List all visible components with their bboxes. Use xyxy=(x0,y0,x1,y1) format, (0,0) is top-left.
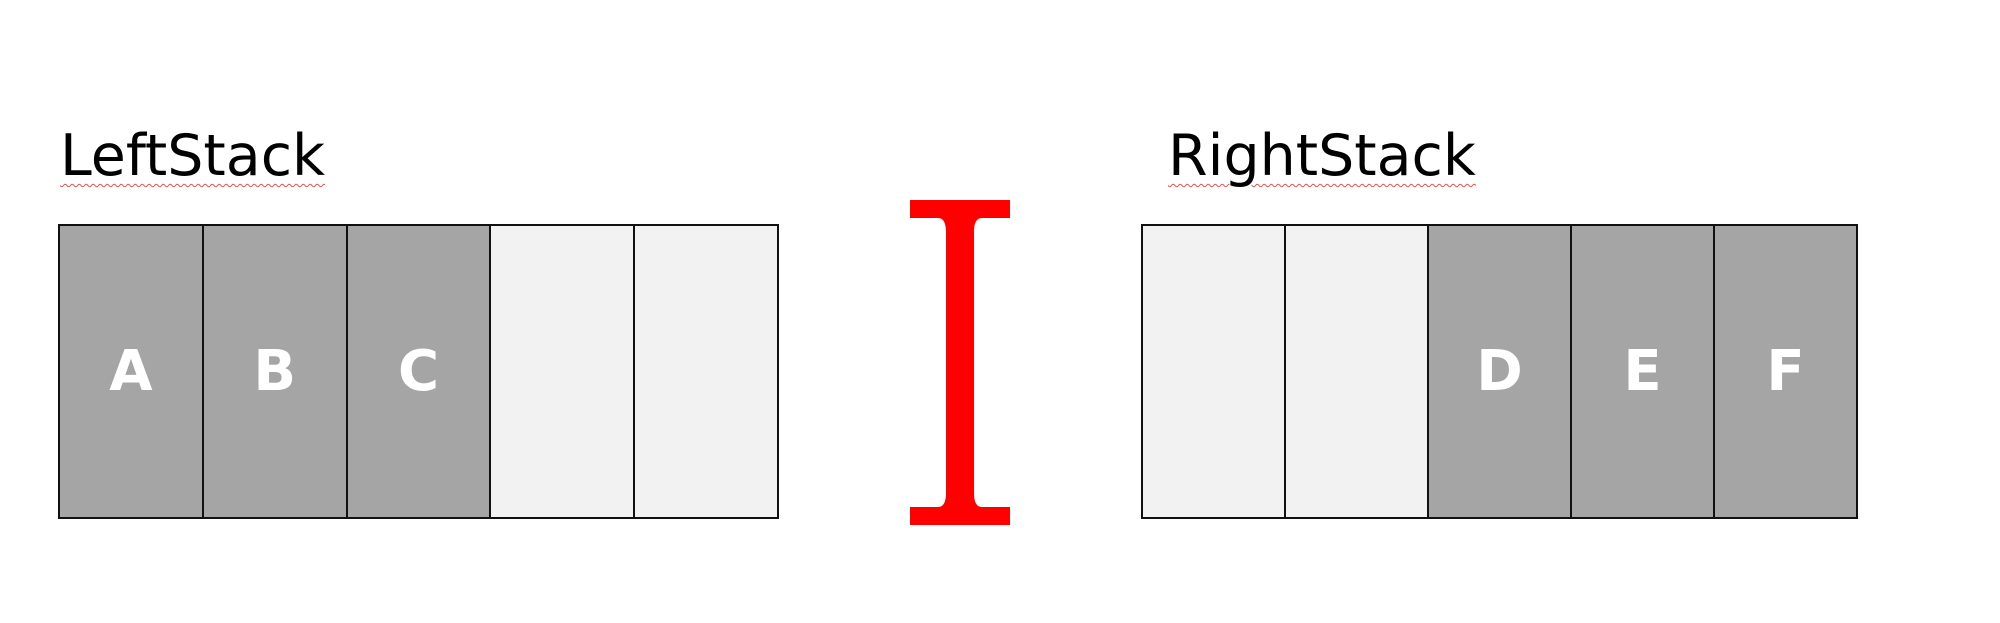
left-stack-slot-4 xyxy=(489,226,634,517)
left-stack-slot-1: A xyxy=(60,226,202,517)
right-stack-slot-2 xyxy=(1284,226,1427,517)
right-stack-slot-4: E xyxy=(1570,226,1713,517)
left-stack-slot-2: B xyxy=(201,226,346,517)
left-stack-slot-5 xyxy=(633,226,777,517)
slot-letter: B xyxy=(253,338,297,404)
right-stack-label: RightStack xyxy=(1168,123,1476,189)
left-stack: A B C xyxy=(58,224,779,519)
right-stack-slot-3: D xyxy=(1427,226,1570,517)
slot-letter: C xyxy=(397,338,440,404)
right-stack: D E F xyxy=(1141,224,1858,519)
slot-letter: E xyxy=(1623,338,1662,404)
left-stack-slot-3: C xyxy=(345,226,490,517)
slot-letter: A xyxy=(109,338,153,404)
right-stack-slot-1 xyxy=(1143,226,1284,517)
slot-letter: D xyxy=(1476,338,1523,404)
right-stack-slot-5: F xyxy=(1713,226,1856,517)
left-stack-label: LeftStack xyxy=(60,123,326,189)
slot-letter: F xyxy=(1766,338,1805,404)
text-cursor-icon xyxy=(910,200,1010,525)
